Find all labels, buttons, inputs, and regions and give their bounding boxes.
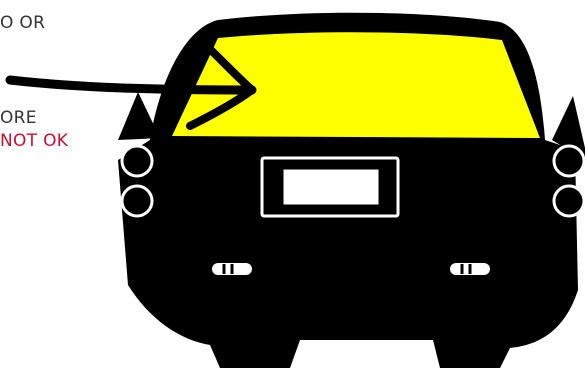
right-exhaust-pipe (450, 263, 490, 275)
caption-line-2: ORE (0, 108, 37, 128)
caption-line-3-warning: NOT OK (0, 131, 68, 151)
left-exhaust-pipe (212, 263, 252, 275)
right-tail-light-lower (554, 186, 584, 216)
left-tail-light-upper (122, 146, 152, 176)
caption-line-1: O OR (0, 13, 45, 33)
license-plate (282, 168, 380, 206)
left-tail-light-lower (122, 186, 152, 216)
rear-window (172, 32, 540, 138)
right-tail-light-upper (554, 146, 584, 176)
